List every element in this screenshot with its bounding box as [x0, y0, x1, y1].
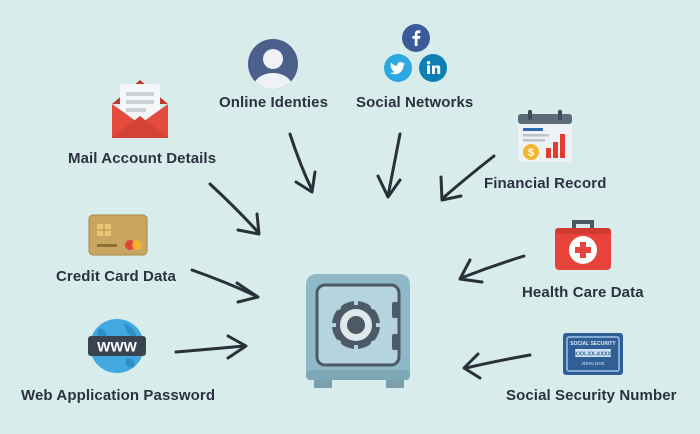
- arrow-online: [288, 132, 317, 194]
- arrow-web: [174, 334, 248, 360]
- ssn-card-name: JOHN DOE: [581, 361, 604, 366]
- credit-card-icon: [88, 214, 148, 256]
- credit-card-label: Credit Card Data: [56, 268, 176, 285]
- social-networks-label: Social Networks: [356, 94, 474, 111]
- financial-report-icon: $: [516, 108, 574, 164]
- ssn-card-title: SOCIAL SECURITY: [570, 341, 616, 347]
- user-avatar-icon: [247, 38, 299, 90]
- ssn-card-icon: SOCIAL SECURITY XXX-XX-XXXX JOHN DOE: [562, 332, 624, 376]
- arrow-ssn: [462, 352, 532, 380]
- arrow-social: [376, 132, 402, 199]
- mail-account-label: Mail Account Details: [68, 150, 217, 167]
- arrow-health: [458, 254, 526, 284]
- vault-safe-icon: [304, 272, 414, 392]
- linkedin-icon: [419, 54, 447, 82]
- online-identities-label: Online Identies: [219, 94, 329, 111]
- financial-record-label: Financial Record: [484, 175, 607, 192]
- www-text: WWW: [97, 339, 137, 355]
- svg-text:$: $: [528, 147, 534, 159]
- arrow-financial: [439, 154, 496, 202]
- ssn-label: Social Security Number: [506, 387, 677, 404]
- mail-envelope-icon: [110, 74, 170, 140]
- globe-www-icon: WWW: [88, 317, 146, 375]
- ssn-card-number: XXX-XX-XXXX: [575, 352, 612, 358]
- twitter-icon: [384, 54, 412, 82]
- web-password-label: Web Application Password: [21, 387, 216, 404]
- facebook-icon: [402, 24, 430, 52]
- arrow-credit: [190, 268, 260, 304]
- health-care-label: Health Care Data: [522, 284, 644, 301]
- arrow-mail: [208, 182, 261, 236]
- first-aid-kit-icon: [554, 218, 612, 272]
